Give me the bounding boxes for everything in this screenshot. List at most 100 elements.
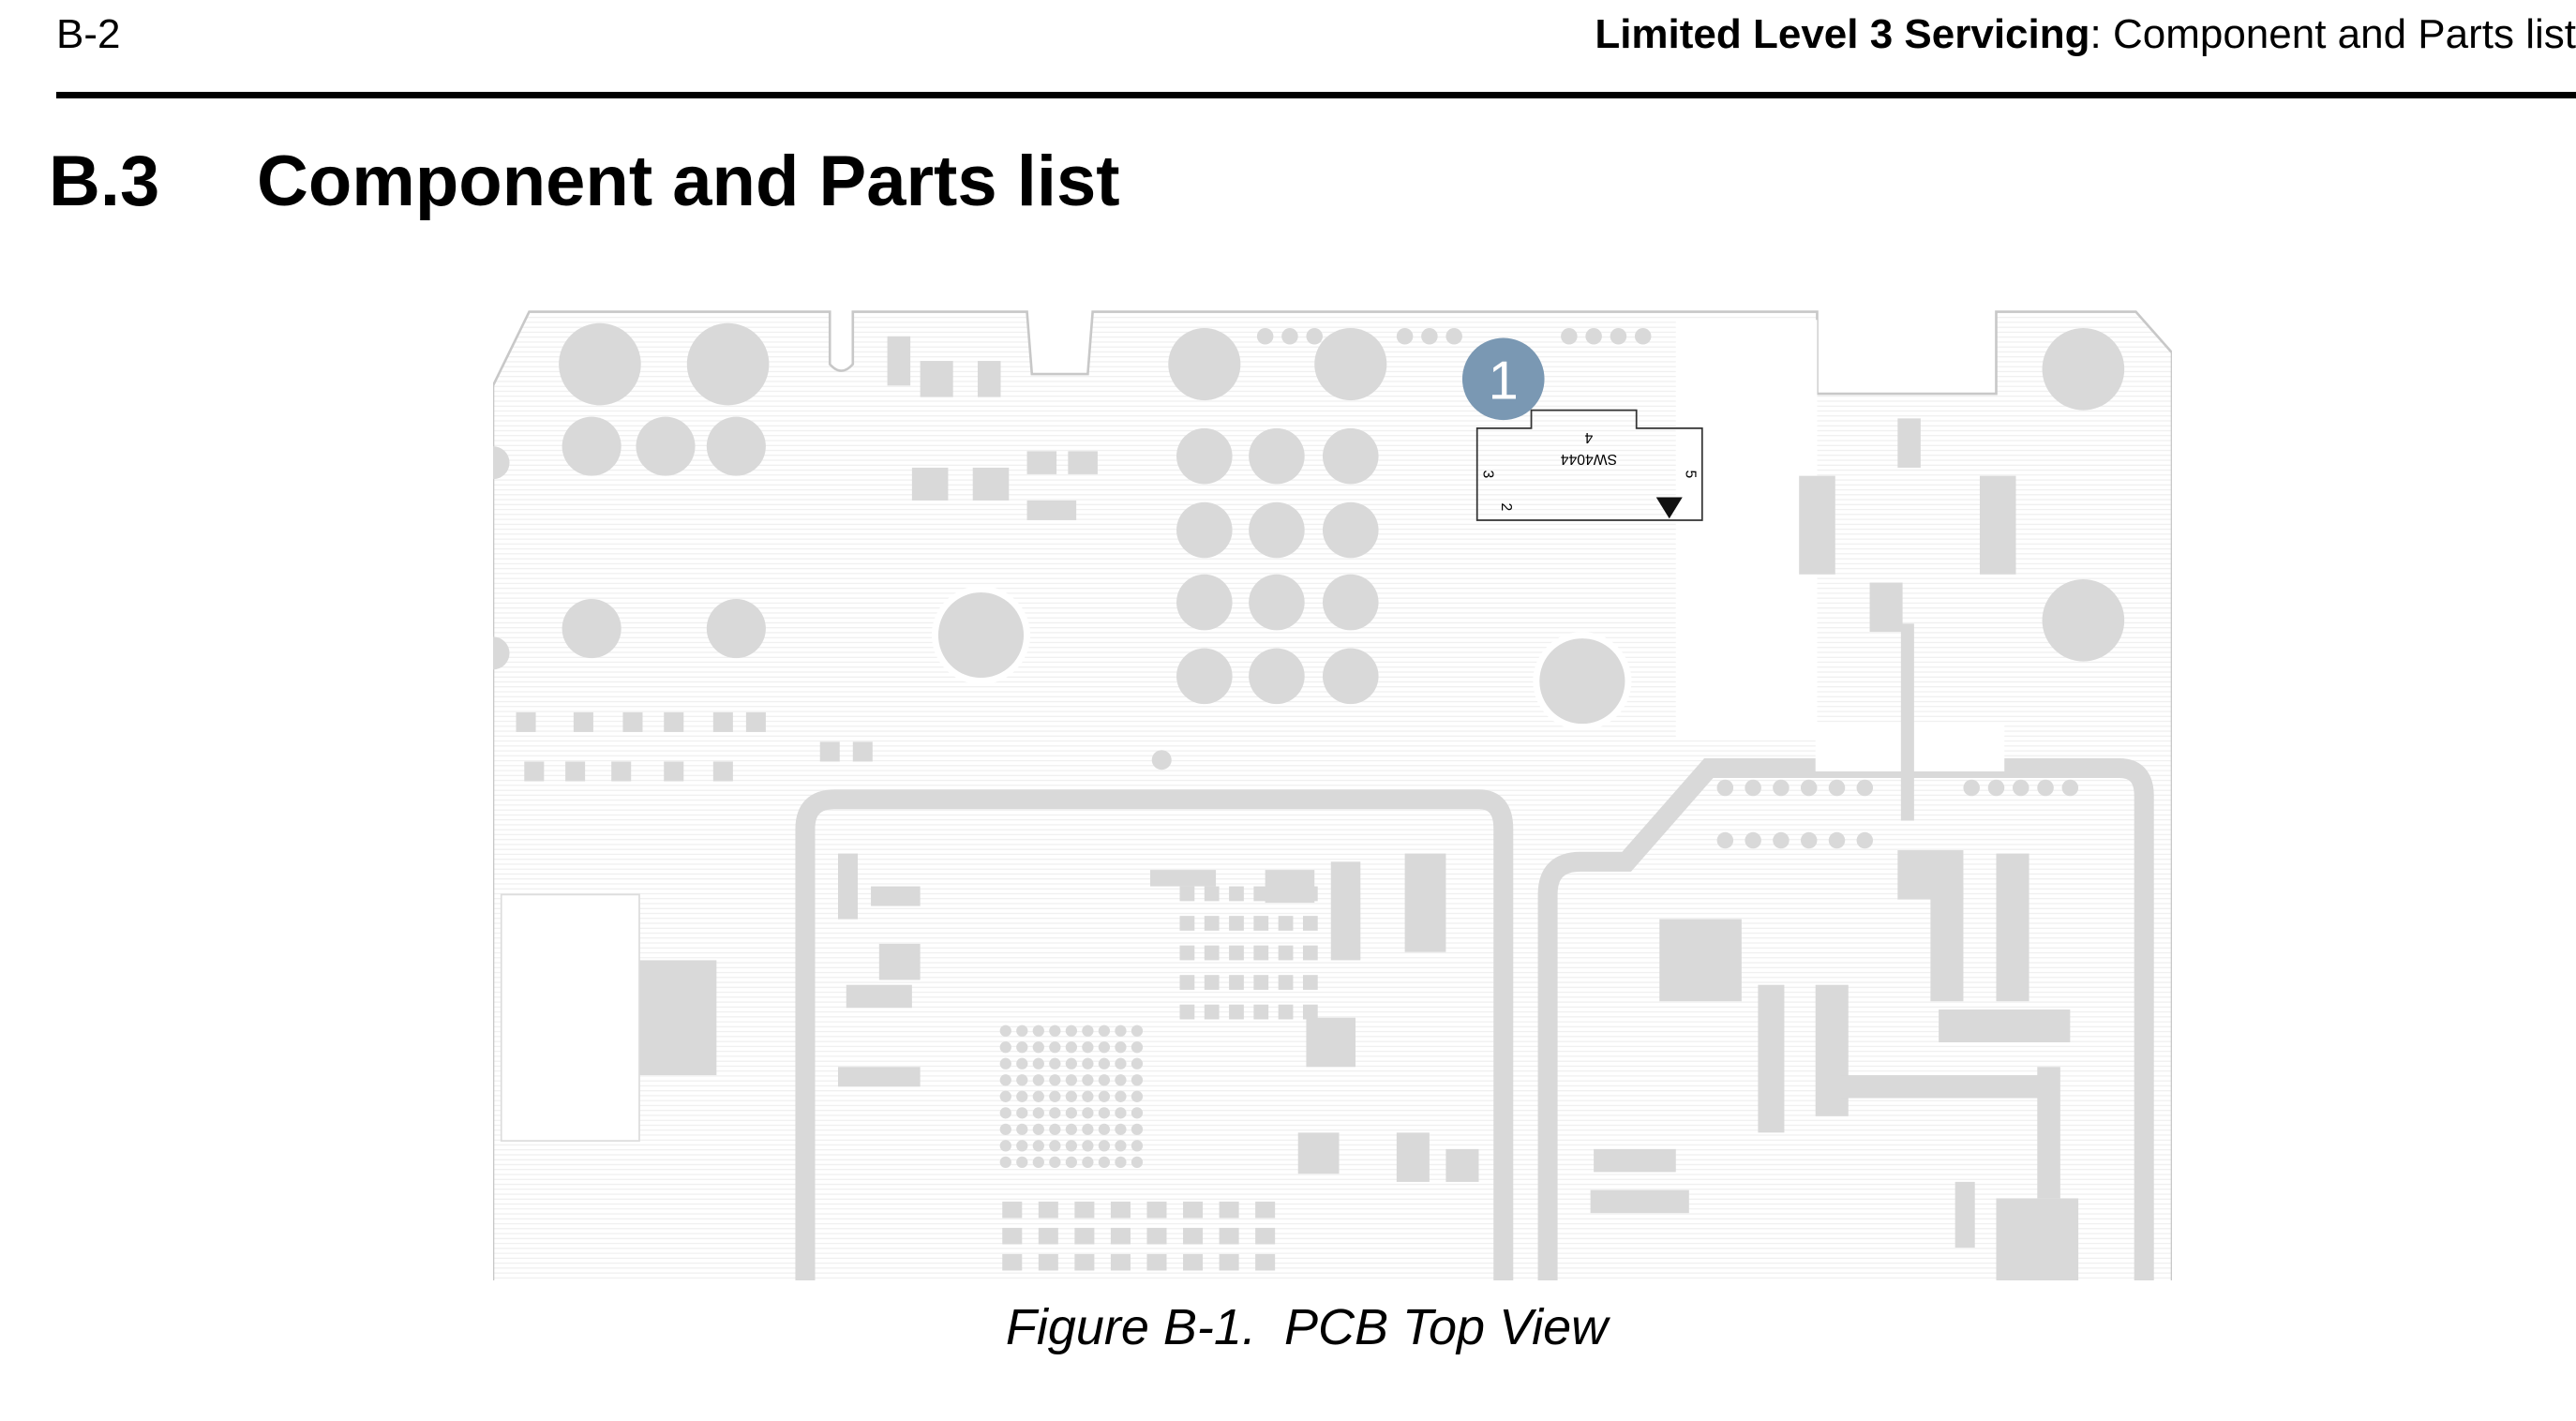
pcb-pad bbox=[838, 853, 859, 920]
pcb-pad bbox=[1561, 328, 1578, 345]
pcb-pad bbox=[1110, 1227, 1131, 1245]
pcb-pad bbox=[1032, 1156, 1044, 1169]
pcb-pad bbox=[1016, 1074, 1028, 1086]
pcb-pad bbox=[2037, 779, 2054, 797]
pcb-pad bbox=[852, 741, 873, 762]
pcb-pad bbox=[1253, 945, 1269, 961]
pcb-pad bbox=[1168, 328, 1241, 401]
pcb-pad bbox=[1278, 916, 1294, 931]
pcb-pad bbox=[1082, 1090, 1094, 1102]
pcb-pad bbox=[1322, 574, 1379, 631]
pcb-pad bbox=[1404, 853, 1446, 952]
pcb-pad bbox=[1963, 779, 1980, 797]
running-title-rest: : Component and Parts list bbox=[2089, 11, 2576, 57]
pcb-pad bbox=[1179, 886, 1195, 902]
pcb-pad bbox=[1634, 328, 1652, 345]
pcb-pad bbox=[1183, 1227, 1204, 1245]
pcb-pad bbox=[1533, 632, 1632, 731]
pcb-pad bbox=[1204, 916, 1220, 931]
pcb-pad bbox=[1396, 328, 1414, 345]
pcb-pad bbox=[1183, 1253, 1204, 1271]
pcb-pad bbox=[838, 1067, 921, 1087]
pcb-pad bbox=[2061, 779, 2079, 797]
pcb-pad bbox=[1954, 1181, 1975, 1248]
pcb-pad bbox=[1800, 779, 1818, 797]
pcb-pad bbox=[1176, 574, 1233, 631]
pcb-pad bbox=[1049, 1041, 1061, 1054]
pcb-pad bbox=[1322, 501, 1379, 559]
pcb-pad bbox=[887, 336, 911, 386]
pcb-pad bbox=[1176, 427, 1233, 485]
pcb-pad bbox=[1131, 1074, 1144, 1086]
pcb-pad bbox=[1330, 861, 1361, 961]
pcb-pad bbox=[1038, 1253, 1058, 1271]
pcb-pad bbox=[1065, 1107, 1077, 1119]
pcb-pad bbox=[1255, 1201, 1276, 1219]
pcb-pad bbox=[1032, 1090, 1044, 1102]
pcb-pad bbox=[1249, 574, 1305, 631]
pcb-pad bbox=[1115, 1074, 1127, 1086]
pcb-pad bbox=[1229, 945, 1244, 961]
pcb-pad bbox=[1115, 1140, 1127, 1152]
pcb-pad bbox=[1082, 1140, 1094, 1152]
pcb-pad bbox=[1098, 1107, 1111, 1119]
pcb-pad bbox=[1249, 648, 1305, 705]
pcb-pad bbox=[1002, 1253, 1023, 1271]
pcb-pad bbox=[1131, 1057, 1144, 1069]
pcb-pad bbox=[1026, 500, 1077, 520]
pcb-pad bbox=[1253, 886, 1269, 902]
pcb-pad bbox=[1065, 1074, 1077, 1086]
pcb-pad bbox=[1131, 1156, 1144, 1169]
pcb-pad bbox=[1204, 975, 1220, 990]
pcb-pad bbox=[1038, 1201, 1058, 1219]
pcb-pad bbox=[664, 761, 684, 782]
pcb-pad bbox=[1996, 1198, 2079, 1280]
pin-label-3: 3 bbox=[1480, 471, 1496, 479]
pcb-pad bbox=[1979, 475, 2016, 575]
pcb-pad bbox=[686, 322, 770, 406]
pcb-pad bbox=[1278, 945, 1294, 961]
pcb-pad bbox=[1840, 1075, 2054, 1099]
pcb-pad bbox=[1049, 1123, 1061, 1135]
pcb-pad bbox=[1799, 475, 1835, 575]
pcb-pad bbox=[1049, 1025, 1061, 1037]
section-number: B.3 bbox=[49, 142, 160, 221]
pcb-pad bbox=[1016, 1057, 1028, 1069]
pcb-pad bbox=[1016, 1107, 1028, 1119]
pcb-pad bbox=[920, 361, 953, 397]
pcb-pad bbox=[1204, 1004, 1220, 1020]
pcb-pad bbox=[1204, 945, 1220, 961]
pcb-pad bbox=[1016, 1041, 1028, 1054]
pcb-pad bbox=[1082, 1025, 1094, 1037]
pcb-pad bbox=[1869, 582, 1903, 633]
pcb-pad bbox=[2042, 579, 2125, 662]
pcb-pad bbox=[1930, 886, 1964, 1002]
pcb-pad bbox=[1016, 1090, 1028, 1102]
pcb-pad bbox=[1219, 1201, 1239, 1219]
pcb-pad bbox=[637, 960, 717, 1076]
pcb-pad bbox=[977, 361, 1001, 397]
pcb-pad bbox=[1151, 750, 1172, 770]
pcb-pad bbox=[1016, 1140, 1028, 1152]
pin-label-2: 2 bbox=[1498, 503, 1514, 512]
pcb-pad bbox=[931, 586, 1031, 685]
pin-label-5: 5 bbox=[1682, 471, 1698, 479]
pcb-pad bbox=[1074, 1227, 1095, 1245]
pcb-pad bbox=[1659, 919, 1742, 1002]
pcb-pad bbox=[2037, 1067, 2060, 1199]
pcb-pad bbox=[1032, 1041, 1044, 1054]
pcb-pad bbox=[1610, 328, 1627, 345]
pcb-pad bbox=[1098, 1123, 1111, 1135]
pcb-pad bbox=[1856, 779, 1874, 797]
pcb-pad bbox=[1828, 831, 1846, 849]
pcb-pad bbox=[878, 943, 921, 980]
pcb-pad bbox=[1229, 1004, 1244, 1020]
pcb-pad bbox=[911, 467, 949, 501]
pcb-pad bbox=[1082, 1107, 1094, 1119]
pcb-pad bbox=[1065, 1057, 1077, 1069]
pcb-pad bbox=[1065, 1123, 1077, 1135]
pcb-pad bbox=[1115, 1123, 1127, 1135]
pcb-pad bbox=[1115, 1156, 1127, 1169]
pcb-pad bbox=[1065, 1025, 1077, 1037]
pcb-pad bbox=[559, 322, 641, 406]
